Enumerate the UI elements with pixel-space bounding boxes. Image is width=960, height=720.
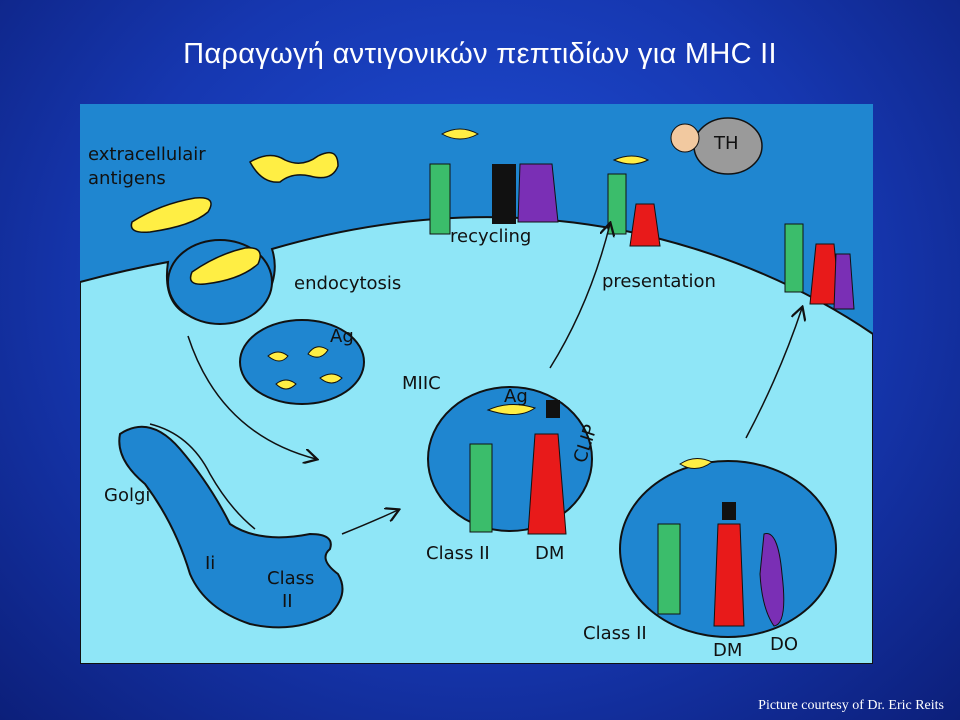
label-class-ii-miic: Class II: [426, 543, 490, 564]
label-th: TH: [713, 133, 739, 154]
label-dm-right: DM: [713, 640, 742, 661]
label-dm-miic: DM: [535, 543, 564, 564]
label-ag-miic: Ag: [504, 386, 528, 407]
label-miic: MIIC: [402, 373, 441, 394]
diagram-panel: extracellulair antigens endocytosis recy…: [80, 104, 873, 664]
arrow-golgi-to-miic: [341, 510, 398, 535]
arrow-right-to-surface: [745, 308, 802, 439]
antigen-3: [189, 247, 261, 285]
label-class-golgi-2: II: [282, 591, 293, 612]
peptide-fragments: [267, 346, 343, 390]
label-do-right: DO: [770, 634, 798, 655]
label-endocytosis: endocytosis: [294, 273, 401, 294]
label-recycling: recycling: [450, 226, 531, 247]
arrow-endocytosis-to-miic: [187, 335, 316, 459]
slide-title: Παραγωγή αντιγονικών πεπτιδίων για MHC I…: [183, 38, 777, 70]
label-class-golgi-1: Class: [267, 568, 314, 589]
antigen-2: [248, 151, 339, 183]
label-presentation: presentation: [602, 271, 716, 292]
surface-characters: [429, 128, 855, 310]
mhc-ii-diagram: extracellulair antigens endocytosis recy…: [80, 117, 873, 664]
label-ii: Ii: [205, 553, 215, 574]
label-class-ii-right: Class II: [583, 623, 647, 644]
label-ag-vesicle: Ag: [330, 326, 354, 347]
right-figures: [657, 458, 785, 627]
miic-figures: [469, 400, 567, 535]
extracellular-antigens: [130, 151, 339, 285]
label-golgi: Golgi: [104, 485, 150, 506]
label-extracellular-1: extracellulair: [88, 144, 206, 165]
golgi: [118, 425, 344, 629]
label-extracellular-2: antigens: [88, 168, 166, 189]
t-helper-cell: [670, 117, 763, 175]
arrow-miic-to-surface: [549, 224, 610, 369]
antigen-1: [130, 197, 212, 234]
picture-credit: Picture courtesy of Dr. Eric Reits: [758, 698, 944, 713]
